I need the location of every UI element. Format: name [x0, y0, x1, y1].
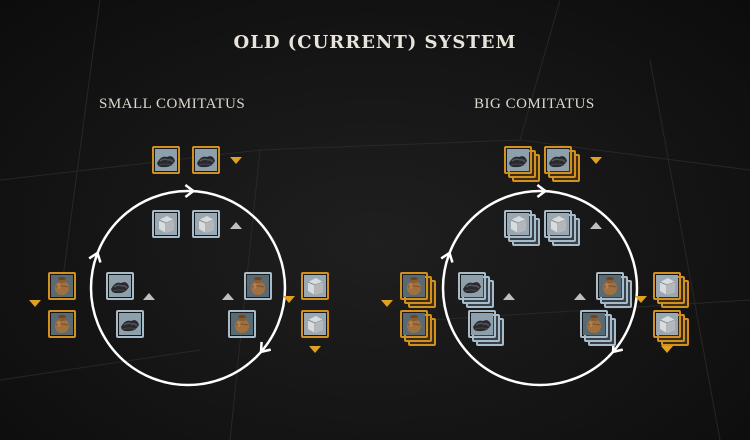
- cycle-arrowhead-icon: [184, 184, 196, 199]
- page-title: OLD (CURRENT) SYSTEM: [233, 32, 517, 53]
- clay-jar-icon: [51, 313, 73, 335]
- cycle-arrowhead-icon: [536, 184, 548, 199]
- increase-marker-icon: [574, 293, 586, 300]
- decrease-marker-icon: [309, 346, 321, 353]
- decrease-marker-icon: [590, 157, 602, 164]
- stone-block-icon: [656, 313, 678, 335]
- stone-block-icon-tile: [301, 272, 329, 300]
- wool-bundle-icon-tile: [192, 146, 220, 174]
- wool-bundle-icon: [547, 149, 569, 171]
- stone-block-icon-tile: [152, 210, 180, 238]
- stone-block-icon-tile: [192, 210, 220, 238]
- decrease-marker-icon: [381, 300, 393, 307]
- clay-jar-icon-tile: [596, 272, 624, 300]
- wool-bundle-icon: [471, 313, 493, 335]
- clay-jar-icon: [247, 275, 269, 297]
- increase-marker-icon: [590, 222, 602, 229]
- wool-bundle-icon: [119, 313, 141, 335]
- stone-block-icon-tile: [653, 272, 681, 300]
- clay-jar-icon-tile: [244, 272, 272, 300]
- clay-jar-icon: [403, 313, 425, 335]
- clay-jar-icon-tile: [400, 272, 428, 300]
- increase-marker-icon: [222, 293, 234, 300]
- decrease-marker-icon: [29, 300, 41, 307]
- wool-bundle-icon: [461, 275, 483, 297]
- clay-jar-icon-tile: [48, 310, 76, 338]
- stone-block-icon: [656, 275, 678, 297]
- stone-block-icon: [195, 213, 217, 235]
- stone-block-icon-tile: [544, 210, 572, 238]
- clay-jar-icon-tile: [580, 310, 608, 338]
- stone-block-icon: [304, 275, 326, 297]
- cycle-arrowhead-icon: [88, 250, 102, 263]
- big-comitatus-label: BIG COMITATUS: [474, 96, 595, 112]
- clay-jar-icon: [51, 275, 73, 297]
- increase-marker-icon: [230, 222, 242, 229]
- clay-jar-icon-tile: [228, 310, 256, 338]
- clay-jar-icon-tile: [400, 310, 428, 338]
- decrease-marker-icon: [230, 157, 242, 164]
- increase-marker-icon: [503, 293, 515, 300]
- stone-block-icon: [155, 213, 177, 235]
- wool-bundle-icon-tile: [152, 146, 180, 174]
- wool-bundle-icon-tile: [544, 146, 572, 174]
- small-comitatus-label: SMALL COMITATUS: [99, 96, 246, 112]
- wool-bundle-icon: [195, 149, 217, 171]
- increase-marker-icon: [143, 293, 155, 300]
- wool-bundle-icon: [109, 275, 131, 297]
- clay-jar-icon: [403, 275, 425, 297]
- stone-block-icon-tile: [653, 310, 681, 338]
- wool-bundle-icon: [155, 149, 177, 171]
- wool-bundle-icon-tile: [504, 146, 532, 174]
- decrease-marker-icon: [635, 296, 647, 303]
- clay-jar-icon: [231, 313, 253, 335]
- wool-bundle-icon-tile: [106, 272, 134, 300]
- stone-block-icon-tile: [301, 310, 329, 338]
- stone-block-icon: [507, 213, 529, 235]
- clay-jar-icon-tile: [48, 272, 76, 300]
- cycle-arrowhead-icon: [440, 250, 454, 263]
- wool-bundle-icon-tile: [458, 272, 486, 300]
- clay-jar-icon: [599, 275, 621, 297]
- wool-bundle-icon-tile: [468, 310, 496, 338]
- clay-jar-icon: [583, 313, 605, 335]
- decrease-marker-icon: [661, 346, 673, 353]
- decrease-marker-icon: [283, 296, 295, 303]
- cycle-arrowhead-icon: [259, 341, 272, 354]
- stone-block-icon-tile: [504, 210, 532, 238]
- wool-bundle-icon-tile: [116, 310, 144, 338]
- wool-bundle-icon: [507, 149, 529, 171]
- stone-block-icon: [304, 313, 326, 335]
- stone-block-icon: [547, 213, 569, 235]
